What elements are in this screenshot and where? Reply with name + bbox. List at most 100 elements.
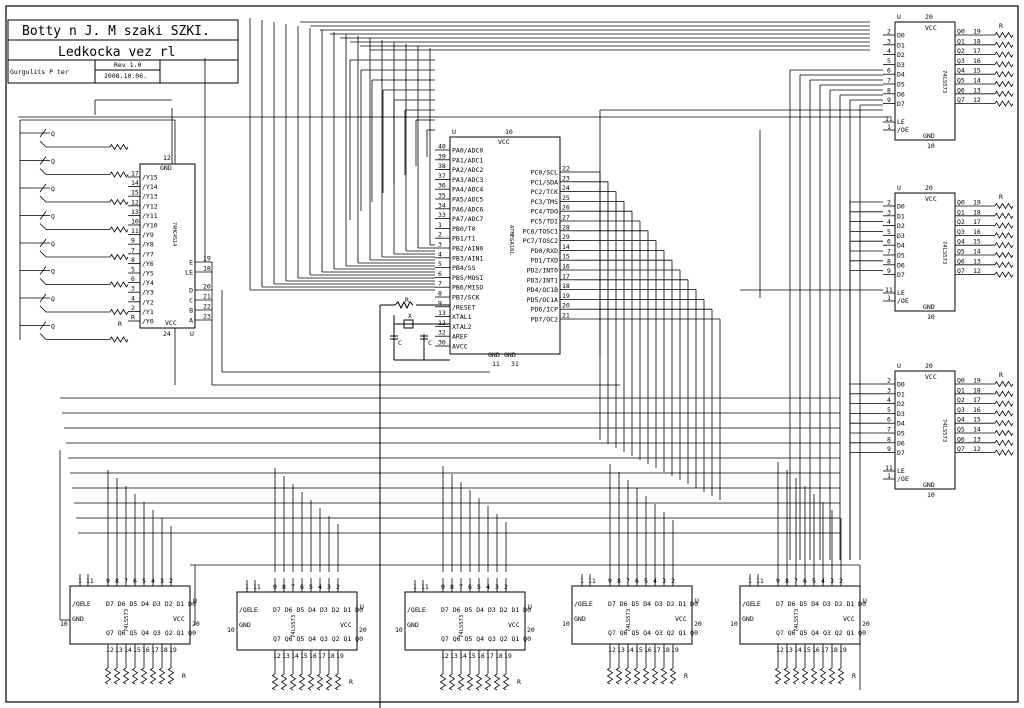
latch-oe-label: /OE — [574, 600, 586, 608]
latch-d-pin: 2 — [336, 583, 340, 591]
transistor-symbol — [39, 183, 47, 203]
latch-vcc-label: VCC — [675, 615, 687, 623]
led-resistor — [994, 390, 1014, 398]
latch-q-name: Q7 — [957, 96, 965, 104]
base-resistor — [109, 336, 129, 343]
mcu-gnd-label2: GND — [504, 351, 516, 359]
latch-q-pin: 15 — [973, 67, 981, 75]
latch-le-label: LE — [897, 467, 905, 475]
latch-d-pin: 8 — [115, 577, 119, 585]
latch-le-pin: 11 — [588, 577, 596, 585]
led-resistor — [837, 667, 845, 685]
latch-q-pin: 17 — [973, 47, 981, 55]
led-resistor-label: R — [999, 371, 1003, 379]
latch-q-pin: 16 — [973, 228, 981, 236]
demux-pin-name: LE — [185, 269, 193, 277]
transistor-label: Q — [51, 213, 55, 221]
mcu-pin-number: 16 — [562, 263, 570, 271]
led-resistor — [466, 673, 474, 691]
latch-d-pin: 7 — [626, 577, 630, 585]
mcu-pin-name: PA5/ADC5 — [452, 196, 483, 204]
latch-d-name: D5 — [897, 81, 905, 89]
latch-q-names: Q7 Q6 Q5 Q4 Q3 Q2 Q1 Q0 — [273, 635, 363, 643]
latch-gnd-pin: 10 — [562, 620, 570, 628]
demux-part-name: 74HC4514 — [171, 222, 177, 246]
latch-d-pin: 7 — [887, 248, 891, 256]
latch-q-pin: 12 — [106, 646, 114, 654]
mcu-pin-number: 32 — [438, 329, 446, 337]
latch-gnd-pin: 10 — [927, 491, 935, 499]
latch-q-pin: 14 — [794, 646, 802, 654]
mcu-pin-number: 5 — [438, 260, 442, 268]
demux-pin-name: E — [189, 259, 193, 267]
latch-u-label: U — [528, 603, 532, 611]
latch-d-name: D0 — [897, 203, 905, 211]
demux-pin-number: 19 — [203, 255, 211, 263]
transistor-label: Q — [51, 158, 55, 166]
transistor-symbol — [39, 211, 47, 230]
latch-d-pin: 4 — [887, 47, 891, 55]
led-resistor — [792, 667, 800, 685]
latch-d-pin: 6 — [887, 67, 891, 75]
mcu-pin-number: 19 — [562, 292, 570, 300]
latch-d-pin: 9 — [887, 445, 891, 453]
mcu-pin-name: PA2/ADC2 — [452, 166, 483, 174]
demux-pin-number: 12 — [131, 198, 139, 206]
latch-q-pin: 13 — [973, 435, 981, 443]
latch-q-pin: 16 — [142, 646, 150, 654]
latch-d-pin: 6 — [468, 583, 472, 591]
mcu-pin-name: PA7/ADC7 — [452, 215, 483, 223]
latch-q-pin: 13 — [973, 257, 981, 265]
latch-q-name: Q6 — [957, 86, 965, 94]
mcu-pin-number: 2 — [438, 231, 442, 239]
latch-body — [894, 21, 956, 141]
latch-d-pin: 3 — [887, 386, 891, 394]
latch-q-pin: 19 — [671, 646, 679, 654]
mcu-pin-name: PB2/AIN0 — [452, 245, 483, 253]
latch-d-pin: 2 — [887, 28, 891, 36]
latch-q-name: Q4 — [957, 238, 965, 246]
latch-q-pin: 15 — [468, 652, 476, 660]
latch-le-pin: 11 — [253, 583, 261, 591]
latch-d-names: D7 D6 D5 D4 D3 D2 D1 D0 — [608, 600, 698, 608]
demux-pin-number: 7 — [131, 246, 135, 254]
mcu-pin-number: 3 — [438, 241, 442, 249]
latch-body — [571, 585, 693, 645]
latch-d-pin: 4 — [887, 396, 891, 404]
latch-d-pin: 8 — [887, 435, 891, 443]
latch-q-pin: 16 — [309, 652, 317, 660]
base-resistor — [109, 308, 129, 316]
reset-resistor-label: R — [405, 296, 409, 304]
mcu-pin-name: PC0/SCL — [531, 169, 558, 177]
mcu-pin-name: PD1/TXD — [531, 257, 558, 265]
title-line2: Ledkocka vez rl — [58, 45, 175, 60]
led-resistor — [457, 673, 465, 691]
latch-d-name: D6 — [897, 439, 905, 447]
demux-pin-name: C — [189, 297, 193, 305]
latch-d-pin: 8 — [887, 257, 891, 265]
led-resistor-label: R — [999, 22, 1003, 30]
mcu-pin-number: 26 — [562, 204, 570, 212]
mcu-pin-name: AREF — [452, 333, 468, 341]
led-resistor — [994, 202, 1014, 210]
latch-q-pin: 16 — [477, 652, 485, 660]
latch-q-pin: 15 — [133, 646, 141, 654]
led-resistor — [642, 667, 650, 685]
latch-q-name: Q7 — [957, 445, 965, 453]
demux-pin-number: 15 — [131, 189, 139, 197]
latch-q-name: Q1 — [957, 386, 965, 394]
latch-le-label: LE — [897, 289, 905, 297]
led-resistor — [994, 251, 1014, 259]
crystal-label: X — [408, 312, 412, 320]
latch-vcc-pin: 20 — [694, 620, 702, 628]
latch-gnd-label: GND — [923, 303, 935, 311]
latch-q-pin: 13 — [282, 652, 290, 660]
mcu-pin-number: 18 — [562, 282, 570, 290]
latch-d-pin: 9 — [608, 577, 612, 585]
led-resistor — [994, 212, 1014, 220]
